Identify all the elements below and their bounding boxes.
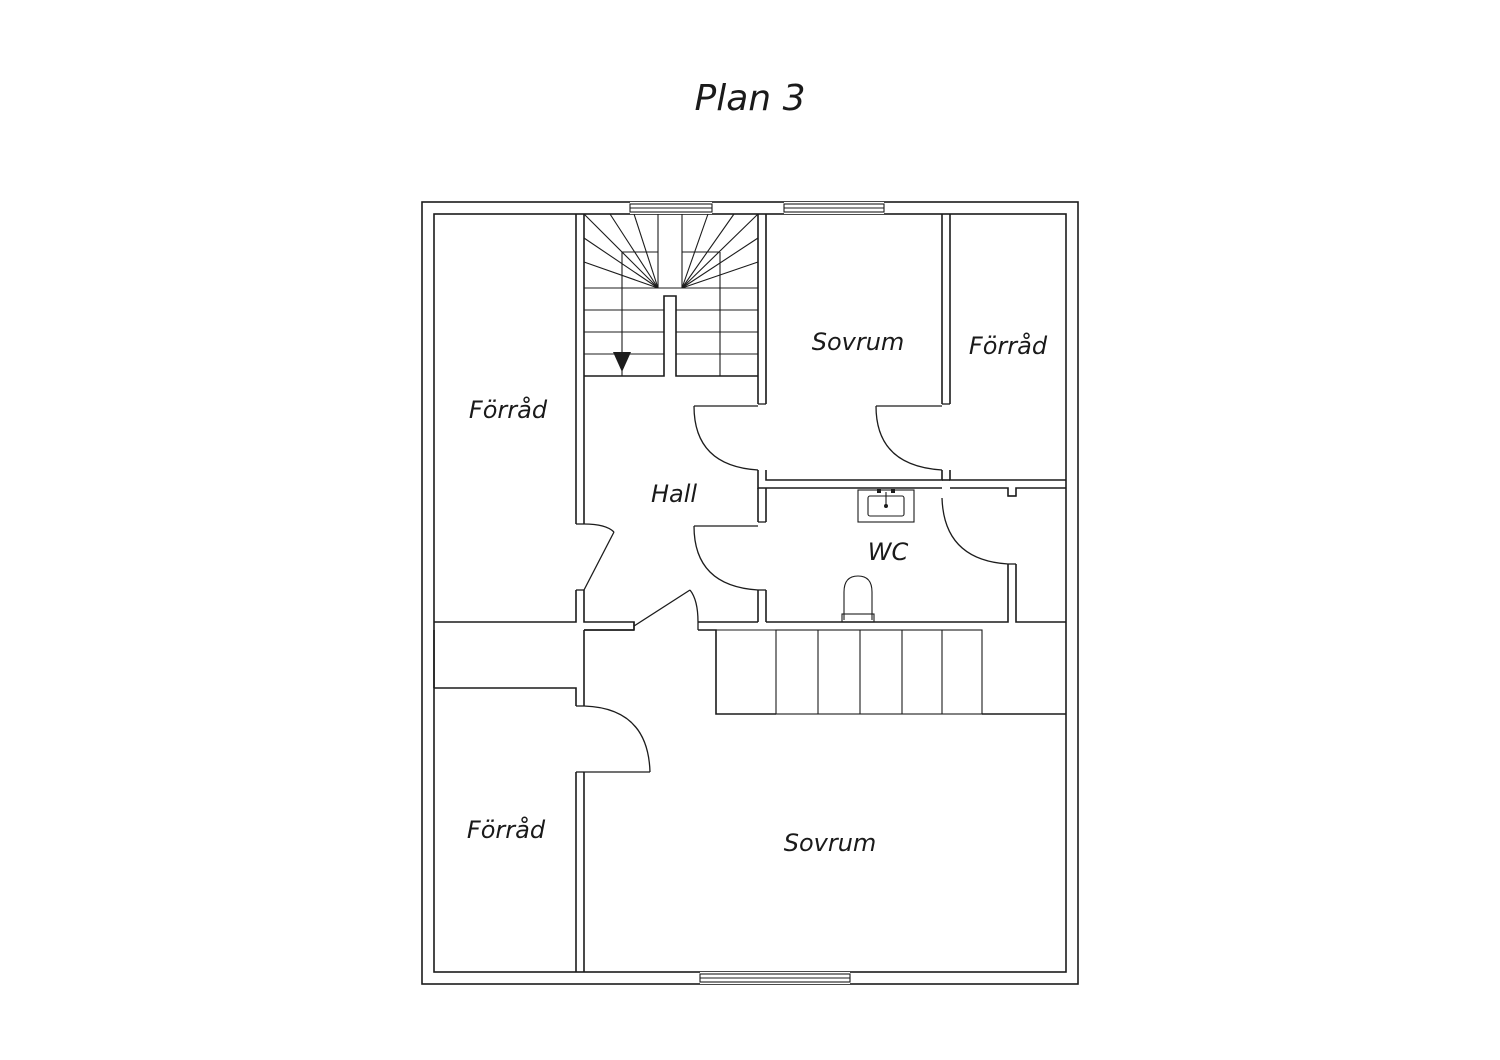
room-label-sovrum-bottom: Sovrum (784, 829, 877, 857)
room-label-hall: Hall (651, 480, 697, 508)
door-wc-closet (941, 495, 1016, 565)
door-sovrum-top (693, 403, 766, 471)
room-forrad-right-top-walls (942, 470, 1066, 481)
room-sovrum-top-walls (757, 214, 951, 489)
room-label-forrad-right-top: Förråd (969, 331, 1048, 360)
hall-lower-walls (584, 629, 1066, 715)
outer-wall-interior (433, 213, 1067, 973)
room-label-wc: WC (868, 538, 909, 566)
room-label-forrad-left-top: Förråd (469, 395, 548, 424)
window-top-right (783, 202, 885, 214)
door-forrad-left-bottom (576, 705, 651, 773)
door-forrad-right-top (875, 403, 950, 471)
window-bottom (699, 972, 851, 984)
room-forrad-left-bottom-walls (433, 630, 585, 972)
sink-icon (857, 489, 915, 523)
plan-title: Plan 3 (694, 78, 806, 119)
window-top-left (629, 202, 713, 214)
stairwell (583, 213, 767, 404)
stair-direction-arrow-icon (613, 352, 631, 372)
toilet-icon (841, 575, 875, 623)
stair-treads-bottom (716, 629, 983, 715)
room-label-sovrum-top: Sovrum (812, 328, 905, 356)
door-wc (693, 521, 766, 591)
room-forrad-left-top-walls (434, 214, 635, 631)
outer-wall-exterior (421, 201, 1079, 985)
room-label-forrad-left-bottom: Förråd (467, 815, 546, 844)
door-hall-bottom (633, 589, 699, 630)
door-forrad-left-top (576, 523, 615, 591)
